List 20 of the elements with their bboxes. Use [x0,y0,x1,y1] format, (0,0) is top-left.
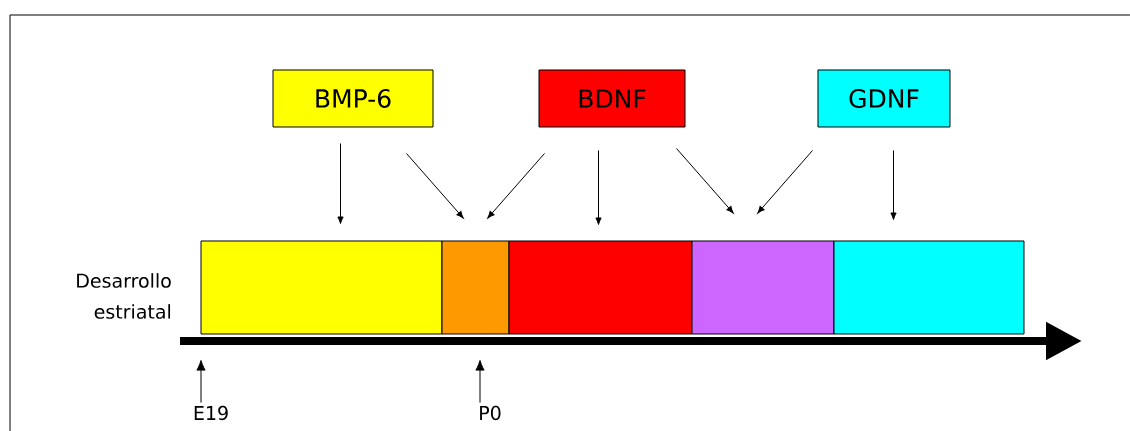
arrow [475,359,485,404]
arrow [595,150,602,225]
axis-label: Desarrollo estriatal [77,273,171,319]
arrow [487,153,545,219]
stage-bar [691,240,835,335]
arrow [757,150,813,214]
time-label: E19 [194,405,228,421]
arrow [676,148,734,214]
factor-box: GDNF [817,69,951,128]
arrow [196,359,206,404]
stage-bar [441,240,510,335]
factor-box: BMP-6 [272,69,434,128]
stage-bar [833,240,1025,335]
stage-bar [508,240,693,335]
arrow [890,150,897,220]
time-label: P0 [480,405,501,421]
factor-box: BDNF [538,69,686,128]
arrow [337,143,344,224]
arrow [406,153,464,219]
stage-bar [200,240,443,335]
